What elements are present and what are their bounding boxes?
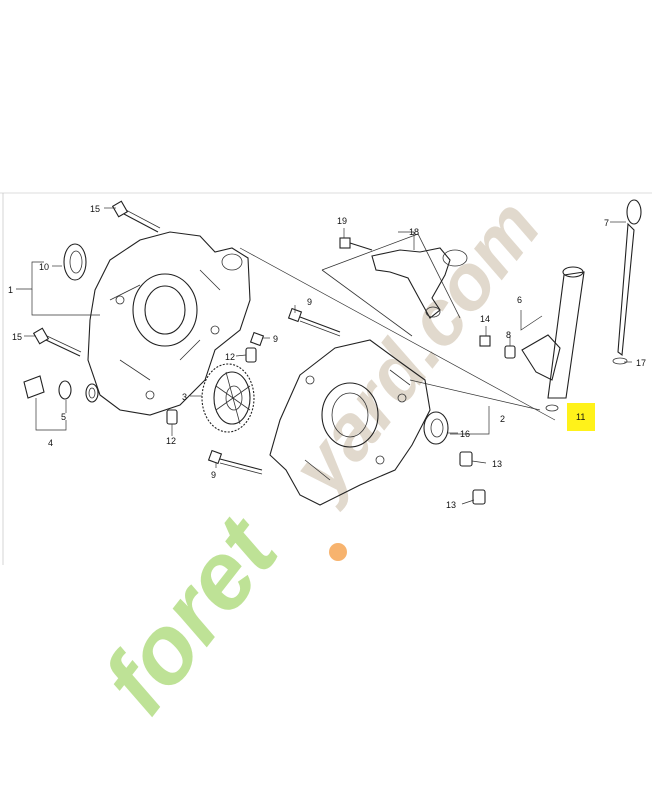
callout-4: 4 <box>48 438 53 448</box>
diagram-frame <box>0 192 652 565</box>
oil-filler-tube <box>479 266 585 412</box>
watermark-dot <box>329 543 347 561</box>
callout-17: 17 <box>636 358 646 368</box>
bearing <box>423 411 449 445</box>
callout-leaders <box>16 207 632 505</box>
callout-13-top: 13 <box>492 459 502 469</box>
callout-6: 6 <box>517 295 522 305</box>
bolt-15-top <box>111 200 161 233</box>
callout-2: 2 <box>500 414 505 424</box>
highlight-label: 11 <box>576 412 585 422</box>
inset-box <box>321 233 461 337</box>
callout-7: 7 <box>604 218 609 228</box>
callout-9-middle: 9 <box>273 334 278 344</box>
dowel-pin-12b <box>245 347 257 363</box>
callout-9-top: 9 <box>307 297 312 307</box>
bolt-9-top <box>287 307 341 337</box>
callout-18: 18 <box>409 227 419 237</box>
dipstick <box>612 199 642 365</box>
bolt-9-middle <box>249 331 265 347</box>
callout-12-middle: 12 <box>225 352 235 362</box>
callout-1: 1 <box>8 285 13 295</box>
right-crankcase-cover <box>269 339 431 506</box>
watermark: foret yard.com <box>82 183 557 733</box>
bolt-9-bottom <box>207 449 263 475</box>
callout-13-bottom: 13 <box>446 500 456 510</box>
dowel-pin-13a <box>459 451 473 467</box>
callout-19: 19 <box>337 216 347 226</box>
callout-8: 8 <box>506 330 511 340</box>
watermark-text-main: foret <box>82 496 300 733</box>
highlighted-part-11[interactable]: 11 <box>567 403 595 431</box>
callout-14: 14 <box>480 314 490 324</box>
callout-3: 3 <box>182 392 187 402</box>
breather-bracket <box>339 237 468 319</box>
callout-9-bottom: 9 <box>211 470 216 480</box>
callout-15-left: 15 <box>12 332 22 342</box>
oil-seal <box>63 243 87 281</box>
callout-12-bottom: 12 <box>166 436 176 446</box>
bolt-15-left <box>32 327 82 357</box>
dowel-pin-13b <box>472 489 486 505</box>
callout-10: 10 <box>39 262 49 272</box>
drain-plug <box>23 375 99 403</box>
callout-5: 5 <box>61 412 66 422</box>
highlight-box <box>567 403 595 431</box>
callout-16: 16 <box>460 429 470 439</box>
callout-15-top: 15 <box>90 204 100 214</box>
callout-labels: 15 10 1 15 5 4 12 12 3 9 9 9 19 18 14 8 … <box>8 204 646 510</box>
assembly-leaders <box>239 247 556 421</box>
governor-gear <box>201 363 255 433</box>
left-crankcase <box>87 231 251 416</box>
dowel-pin-12a <box>166 409 178 425</box>
